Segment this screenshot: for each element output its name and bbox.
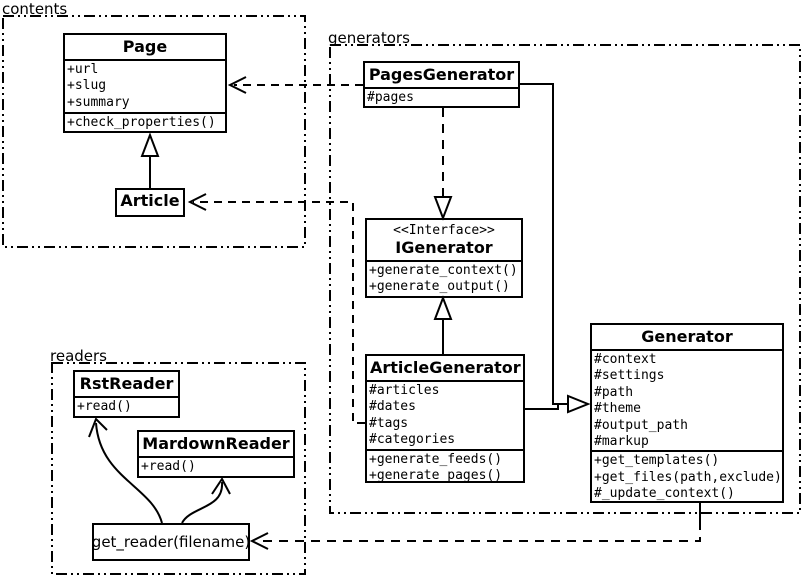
class-igenerator: <<Interface>> IGenerator +generate_conte… [365, 218, 523, 298]
class-generator: Generator #context #settings #path #them… [590, 323, 784, 503]
method: +generate_output() [369, 279, 510, 295]
class-page-title: Page [122, 37, 168, 56]
class-generator-title: Generator [641, 327, 733, 346]
class-page-attributes: +url +slug +summary [65, 59, 225, 112]
class-article-generator-methods: +generate_feeds() +generate_pages() [367, 448, 523, 483]
class-rst-reader-methods: +read() [75, 396, 178, 416]
class-mardown-reader-title: MardownReader [142, 434, 290, 453]
attribute: #markup [594, 434, 649, 450]
attribute: #settings [594, 368, 665, 384]
class-page: Page +url +slug +summary +check_properti… [63, 33, 227, 133]
attribute: #context [594, 352, 657, 367]
class-generator-attributes: #context #settings #path #theme #output_… [592, 349, 782, 450]
method: +get_templates() [594, 453, 720, 469]
attribute: #theme [594, 401, 641, 417]
function-box-get-reader: get_reader(filename) [92, 523, 250, 561]
method: +generate_pages() [369, 468, 503, 483]
class-igenerator-stereotype: <<Interface>> [393, 223, 495, 238]
method: +read() [141, 459, 196, 474]
attribute: #tags [369, 415, 409, 431]
class-pages-generator-title: PagesGenerator [368, 65, 515, 84]
package-label-readers: readers [50, 347, 107, 365]
class-pages-generator-attributes: #pages [365, 87, 518, 106]
package-readers-border [51, 362, 306, 575]
attribute: #dates [369, 399, 416, 415]
attribute: +slug [67, 78, 107, 94]
class-article-generator-attributes: #articles #dates #tags #categories [367, 380, 523, 449]
class-rst-reader-title: RstReader [79, 374, 174, 393]
attribute: +summary [67, 94, 130, 110]
package-label-generators: generators [328, 29, 410, 47]
method: +read() [77, 399, 132, 414]
package-label-contents: contents [2, 0, 68, 18]
class-igenerator-title: IGenerator [395, 238, 493, 257]
class-pages-generator: PagesGenerator #pages [363, 61, 520, 108]
class-article: Article [115, 188, 185, 217]
attribute: #categories [369, 432, 456, 448]
attribute: #pages [367, 90, 414, 105]
attribute: #output_path [594, 417, 688, 433]
attribute: #articles [369, 383, 440, 398]
class-article-title: Article [120, 191, 180, 210]
class-rst-reader: RstReader +read() [73, 370, 180, 418]
package-contents-border [2, 15, 306, 248]
class-mardown-reader-methods: +read() [139, 456, 293, 476]
class-article-generator-title: ArticleGenerator [370, 358, 521, 377]
class-generator-methods: +get_templates() +get_files(path,exclude… [592, 450, 782, 502]
class-page-methods: +check_properties() [65, 111, 225, 131]
class-mardown-reader: MardownReader +read() [137, 430, 295, 478]
attribute: +url [67, 62, 99, 77]
method: +generate_context() [369, 263, 518, 278]
method: +check_properties() [67, 114, 216, 130]
attribute: #path [594, 384, 634, 400]
class-igenerator-methods: +generate_context() +generate_output() [367, 260, 521, 296]
method: +get_files(path,exclude) [594, 469, 782, 485]
class-article-generator: ArticleGenerator #articles #dates #tags … [365, 354, 525, 483]
method: +generate_feeds() [369, 451, 503, 467]
method: #_update_context() [594, 486, 735, 502]
